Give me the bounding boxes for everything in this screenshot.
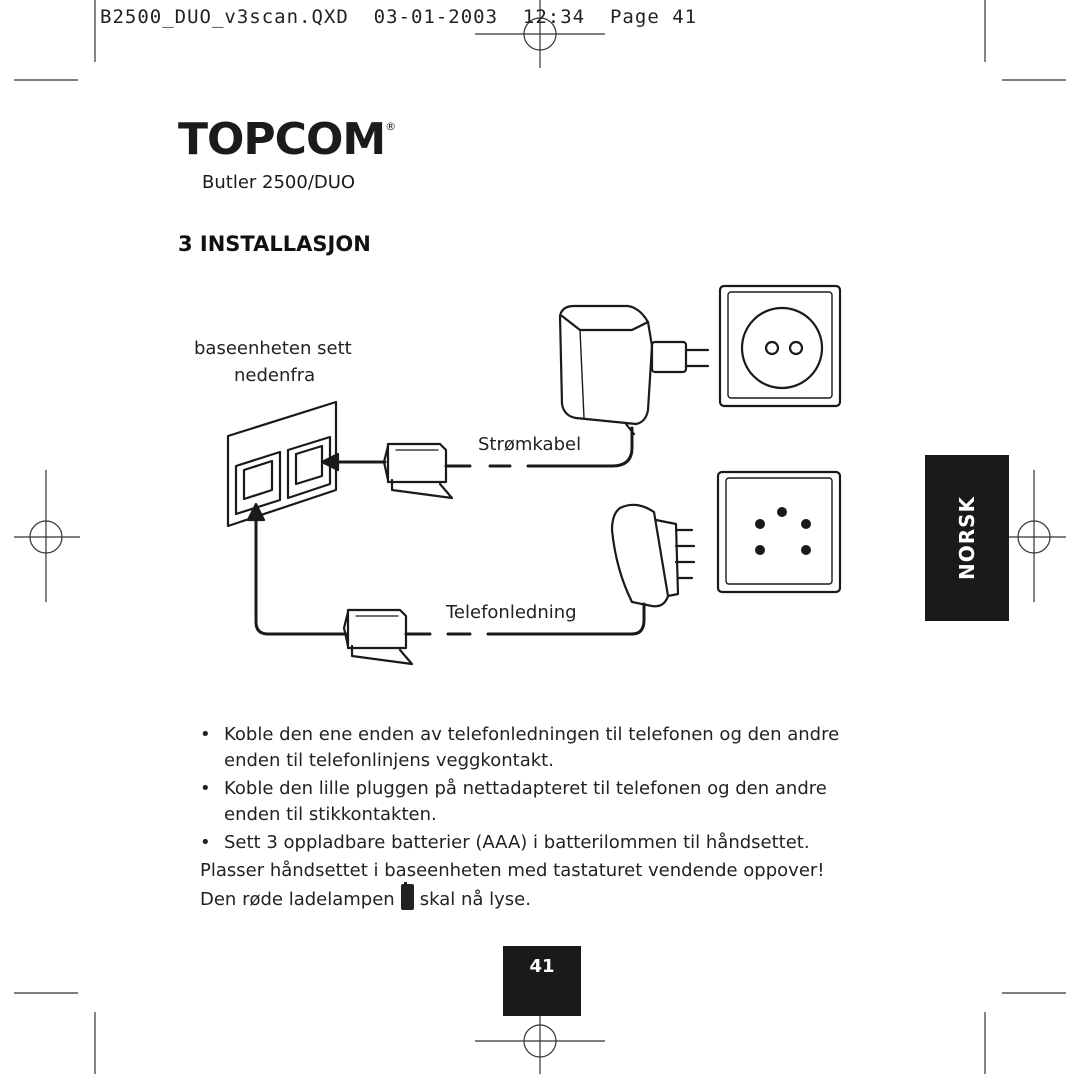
power-plug-connector [382, 442, 454, 500]
installation-diagram [226, 284, 842, 666]
instruction-bullet: • Koble den lille pluggen på nettadapter… [200, 776, 880, 828]
handset-placement-text: Plasser håndsettet i baseenheten med tas… [200, 860, 825, 881]
logo-wordmark: TOPCOM [178, 114, 386, 165]
phone-plug [610, 503, 696, 608]
base-underside-label-line2: nedenfra [234, 365, 316, 386]
page-number: 41 [503, 946, 581, 1016]
instruction-bullet: • Sett 3 oppladbare batterier (AAA) i ba… [200, 830, 880, 856]
phone-wall-socket [716, 470, 842, 594]
topcom-logo: TOPCOM® [178, 118, 396, 162]
phone-socket-holes [755, 507, 811, 555]
bullet-marker: • [200, 832, 211, 853]
model-name: Butler 2500/DUO [202, 172, 356, 193]
charge-lamp-text-after: skal nå lyse. [419, 889, 531, 910]
instruction-text: Sett 3 oppladbare batterier (AAA) i batt… [224, 832, 810, 853]
instructions-text: • Koble den ene enden av telefonledninge… [200, 722, 880, 913]
file-header-slug: B2500_DUO_v3scan.QXD 03-01-2003 12:34 Pa… [100, 6, 698, 28]
base-underside-label-line1: baseenheten sett [194, 338, 352, 359]
instruction-bullet: • Koble den ene enden av telefonledninge… [200, 722, 880, 774]
power-wall-socket [718, 284, 842, 408]
power-cable-label: Strømkabel [478, 434, 582, 455]
section-title: 3 INSTALLASJON [178, 232, 371, 256]
power-adapter [558, 304, 710, 436]
registered-mark: ® [385, 120, 397, 133]
battery-icon [400, 882, 414, 910]
language-side-tab: NORSK [925, 455, 1009, 621]
bullet-marker: • [200, 778, 211, 799]
bullet-marker: • [200, 724, 211, 745]
language-tab-label: NORSK [955, 495, 980, 581]
charge-lamp-text: Den røde ladelampen skal nå lyse. [200, 882, 880, 913]
instruction-text: Koble den lille pluggen på nettadapteret… [224, 778, 827, 825]
phone-cord-connector [342, 608, 414, 666]
charge-lamp-text-before: Den røde ladelampen [200, 889, 395, 910]
instruction-text: Koble den ene enden av telefonledningen … [224, 724, 840, 771]
base-unit-underside [226, 400, 338, 528]
phone-cord-label: Telefonledning [446, 602, 577, 623]
